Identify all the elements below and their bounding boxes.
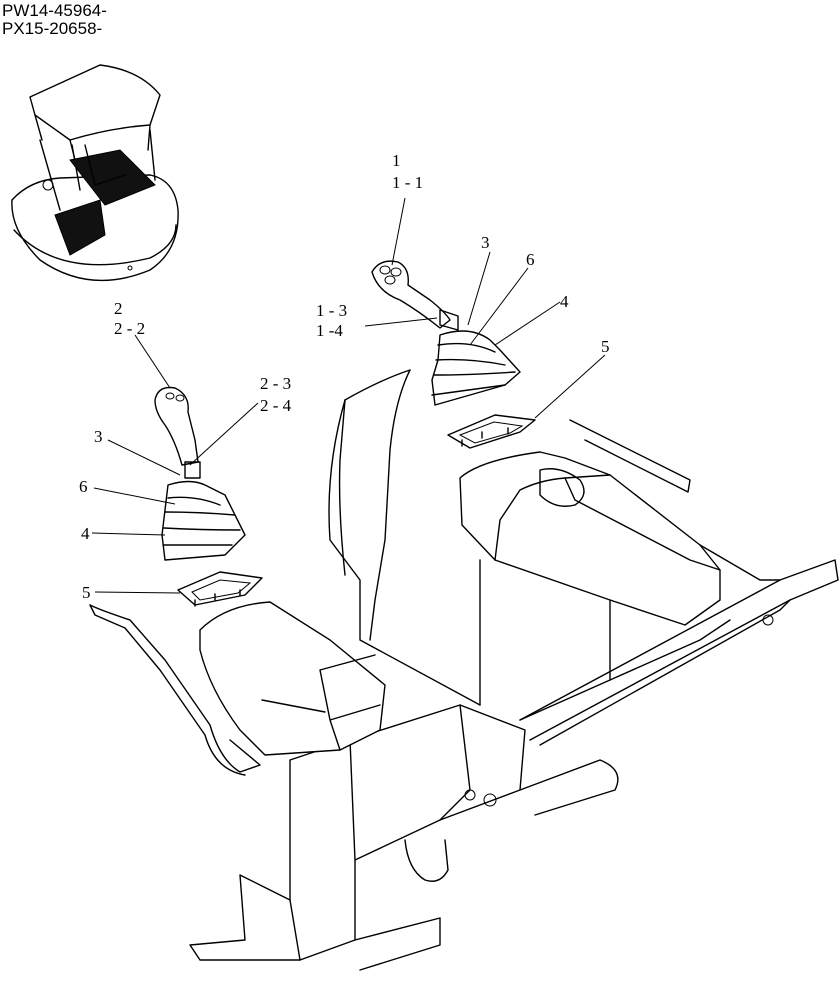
callout-4-right: 4 (560, 292, 569, 311)
callout-5-left: 5 (82, 583, 91, 602)
callout-1-4: 1 -4 (316, 321, 343, 340)
callouts: 1 1 - 1 1 - 3 1 -4 3 6 4 5 2 2 - 2 2 - 3… (79, 151, 610, 602)
callout-1-1: 1 - 1 (392, 173, 423, 192)
right-boot-plate (447, 414, 536, 449)
callout-2: 2 (114, 299, 123, 318)
callout-2-4: 2 - 4 (260, 396, 292, 415)
right-joystick-lever (371, 260, 459, 331)
callout-4-left: 4 (81, 524, 90, 543)
leader-lines (91, 197, 606, 594)
serial-range-1: PW14-45964- (2, 1, 107, 20)
callout-5-right: 5 (601, 337, 610, 356)
left-joystick-lever (154, 386, 201, 479)
cab-thumbnail (11, 64, 179, 282)
callout-6-right: 6 (526, 250, 535, 269)
left-boot-plate (177, 571, 263, 607)
callout-2-3: 2 - 3 (260, 374, 291, 393)
callout-3-left: 3 (94, 427, 103, 446)
callout-6-left: 6 (79, 477, 88, 496)
left-lever-boot (161, 480, 246, 561)
seat-stand-frame (189, 369, 839, 971)
callout-1-3: 1 - 3 (316, 301, 347, 320)
right-lever-boot (431, 330, 521, 406)
callout-2-2: 2 - 2 (114, 319, 145, 338)
serial-range-2: PX15-20658- (2, 19, 103, 38)
seat-armrest (89, 601, 386, 776)
callout-3-right: 3 (481, 233, 490, 252)
callout-1: 1 (392, 151, 401, 170)
